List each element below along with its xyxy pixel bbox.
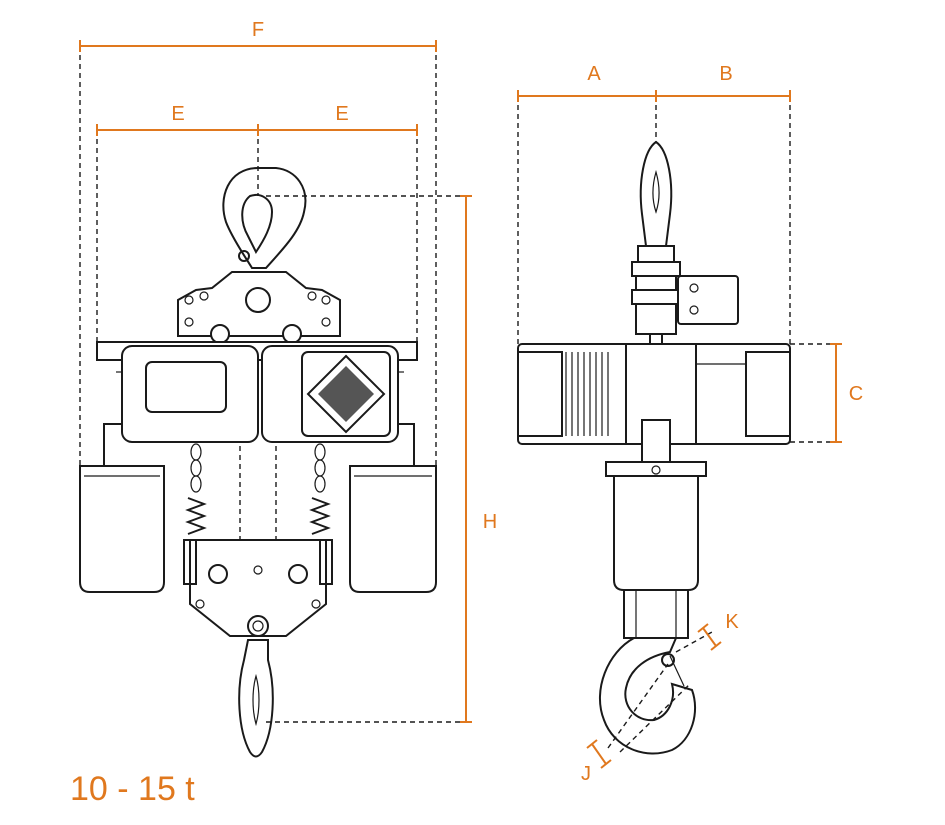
label-f: F	[252, 19, 264, 41]
side-top-hook	[639, 140, 673, 247]
front-right-chain-bag	[349, 465, 437, 593]
front-view	[79, 167, 437, 758]
label-k: K	[725, 611, 739, 633]
label-c: C	[849, 383, 863, 405]
side-extension-lines	[517, 96, 836, 753]
label-e-left: E	[171, 103, 184, 125]
side-dimensions	[517, 90, 842, 769]
side-chain-canister	[613, 475, 699, 591]
label-b: B	[719, 63, 732, 85]
front-bottom-hook	[238, 639, 274, 758]
front-extension-lines	[79, 46, 466, 723]
dimension-labels: F E E H A B C K J	[171, 19, 863, 785]
side-view	[517, 140, 791, 755]
side-control-box	[677, 275, 739, 325]
front-left-chain-bag	[79, 465, 165, 593]
dimension-k-line	[702, 627, 717, 647]
label-e-right: E	[335, 103, 348, 125]
front-yoke-plate	[177, 271, 341, 337]
label-j: J	[581, 763, 591, 785]
front-dimensions	[79, 40, 472, 723]
dimension-j-line	[591, 743, 607, 765]
side-motor-fins	[565, 352, 609, 436]
label-a: A	[587, 63, 601, 85]
capacity-caption: 10 - 15 t	[70, 770, 195, 808]
front-chains	[185, 443, 331, 535]
side-bottom-hook	[599, 637, 697, 755]
label-h: H	[483, 511, 497, 533]
